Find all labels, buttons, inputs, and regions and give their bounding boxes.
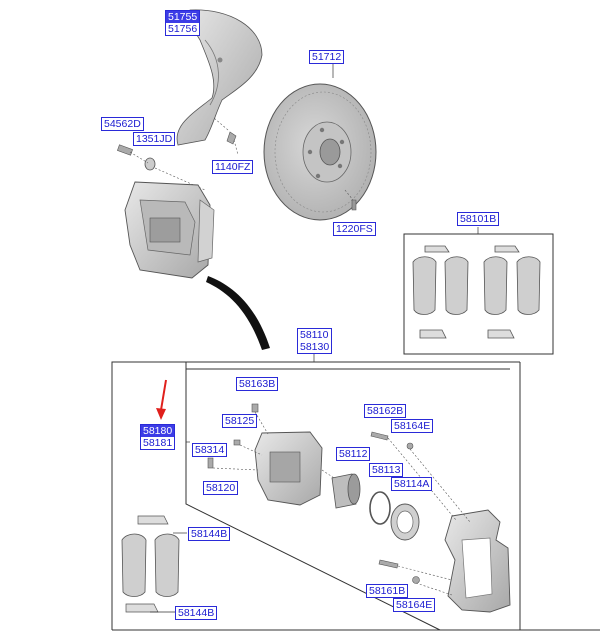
washer-1351jd [144, 157, 156, 171]
label-bolt-58164e-bottom[interactable]: 58164E [393, 598, 436, 612]
bolt-54562d [117, 144, 133, 156]
label-guide-58314[interactable]: 58314 [192, 443, 228, 457]
brake-disc [263, 83, 377, 221]
label-piston-58112[interactable]: 58112 [336, 447, 371, 461]
screw-1220fs [351, 199, 357, 211]
label-pad-kit[interactable]: 58101B [457, 212, 500, 226]
label-bolt-1140fz[interactable]: 1140FZ [212, 160, 254, 174]
label-clip-58144b-lower[interactable]: 58144B [175, 606, 218, 620]
label-text: 51756 [168, 23, 198, 35]
small-fasteners-lower [207, 403, 420, 584]
label-pin-58120[interactable]: 58120 [203, 481, 239, 495]
label-seal-58113[interactable]: 58113 [369, 463, 404, 477]
piston [331, 473, 361, 509]
dust-boot [390, 503, 420, 541]
label-brake-disc[interactable]: 51712 [309, 50, 345, 64]
label-bolt-58164e-top[interactable]: 58164E [391, 419, 434, 433]
label-text: 58181 [143, 437, 173, 449]
label-bleeder-58163b[interactable]: 58163B [236, 377, 279, 391]
label-bolt-58161b[interactable]: 58161B [366, 584, 409, 598]
label-text: 58130 [300, 341, 330, 353]
zoom-callout-arrow [206, 276, 270, 350]
detail-box-frame [111, 361, 600, 631]
caliper-carrier [444, 509, 511, 613]
pad-kit-parts [412, 245, 541, 339]
caliper-assembly-upper [124, 181, 215, 279]
brake-pads-lower [121, 533, 180, 597]
piston-seal [369, 491, 391, 525]
red-indicator-arrow [156, 379, 167, 420]
label-bolt-58162b[interactable]: 58162B [364, 404, 407, 418]
label-boot-58114a[interactable]: 58114A [391, 477, 433, 491]
label-caliper-body[interactable]: 58180 58181 [140, 424, 176, 450]
label-dust-shield[interactable]: 51755 51756 [165, 10, 201, 36]
pad-kit-box [403, 233, 554, 355]
label-cap-58125[interactable]: 58125 [222, 414, 258, 428]
label-bolt-54562d[interactable]: 54562D [101, 117, 144, 131]
label-text: 51755 [166, 11, 200, 23]
label-clip-58144b-upper[interactable]: 58144B [188, 527, 231, 541]
pad-clips-lower [125, 515, 169, 613]
dust-shield [176, 9, 263, 146]
label-screw-1220fs[interactable]: 1220FS [333, 222, 376, 236]
label-caliper-assembly[interactable]: 58110 58130 [297, 328, 333, 354]
label-text: 58110 [300, 329, 329, 341]
bolt-1140fz [226, 131, 237, 145]
label-text: 58180 [141, 425, 175, 437]
label-washer-1351jd[interactable]: 1351JD [133, 132, 176, 146]
caliper-body [254, 431, 323, 506]
